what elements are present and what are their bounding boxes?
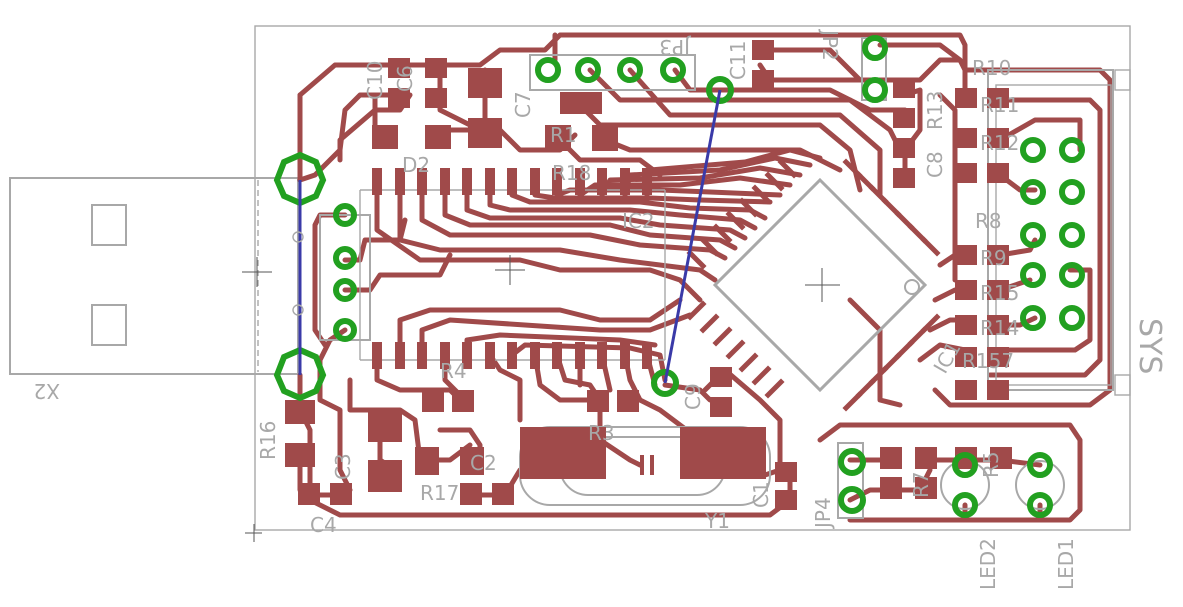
- label-jp4: JP4: [811, 497, 835, 530]
- label-r11: R11: [980, 93, 1019, 117]
- board-outline: [254, 25, 1131, 531]
- label-jp2: JP2: [818, 28, 842, 61]
- label-c4: C4: [310, 513, 337, 537]
- label-c3: C3: [331, 453, 355, 480]
- airwires: [292, 89, 722, 384]
- label-ic1: IC1: [929, 337, 966, 377]
- label-r18: R18: [552, 161, 591, 185]
- label-c1: C1: [749, 481, 773, 508]
- label-led2: LED2: [976, 538, 1000, 590]
- label-c6: C6: [393, 65, 417, 92]
- label-jp3: JP3: [659, 35, 692, 59]
- label-r12: R12: [980, 131, 1019, 155]
- label-c2: C2: [470, 451, 497, 475]
- label-r8: R8: [975, 209, 1002, 233]
- label-r9: R9: [980, 246, 1007, 270]
- label-r14: R14: [980, 316, 1019, 340]
- label-r10: R10: [972, 56, 1011, 80]
- label-r13: R13: [923, 91, 947, 130]
- label-r3: R3: [588, 421, 615, 445]
- label-r5: R5: [979, 451, 1003, 478]
- label-c8: C8: [923, 151, 947, 178]
- label-y1: Y1: [704, 509, 730, 533]
- label-d2: D2: [402, 153, 430, 177]
- label-sys: SYS: [1132, 318, 1167, 374]
- through-hole-pads: [273, 35, 1085, 518]
- label-r1: R1: [550, 123, 577, 147]
- label-r4: R4: [440, 359, 467, 383]
- label-r15: R15: [980, 281, 1019, 305]
- smd-pads: [285, 40, 1012, 510]
- label-x2: X2: [34, 379, 60, 403]
- label-c11: C11: [726, 41, 750, 80]
- usb-connector-x2: [9, 177, 299, 375]
- ic2-pads: [372, 168, 652, 369]
- label-c9: C9: [681, 383, 705, 410]
- label-c7: C7: [511, 91, 535, 118]
- label-c10: C10: [363, 61, 387, 100]
- ic1-chip: [686, 158, 941, 412]
- label-ic2: IC2: [622, 209, 655, 233]
- label-r17: R17: [420, 481, 459, 505]
- label-led1: LED1: [1054, 538, 1078, 590]
- label-r7: R7: [909, 471, 933, 498]
- label-r16: R16: [256, 421, 280, 460]
- label-r157: R157: [962, 349, 1014, 373]
